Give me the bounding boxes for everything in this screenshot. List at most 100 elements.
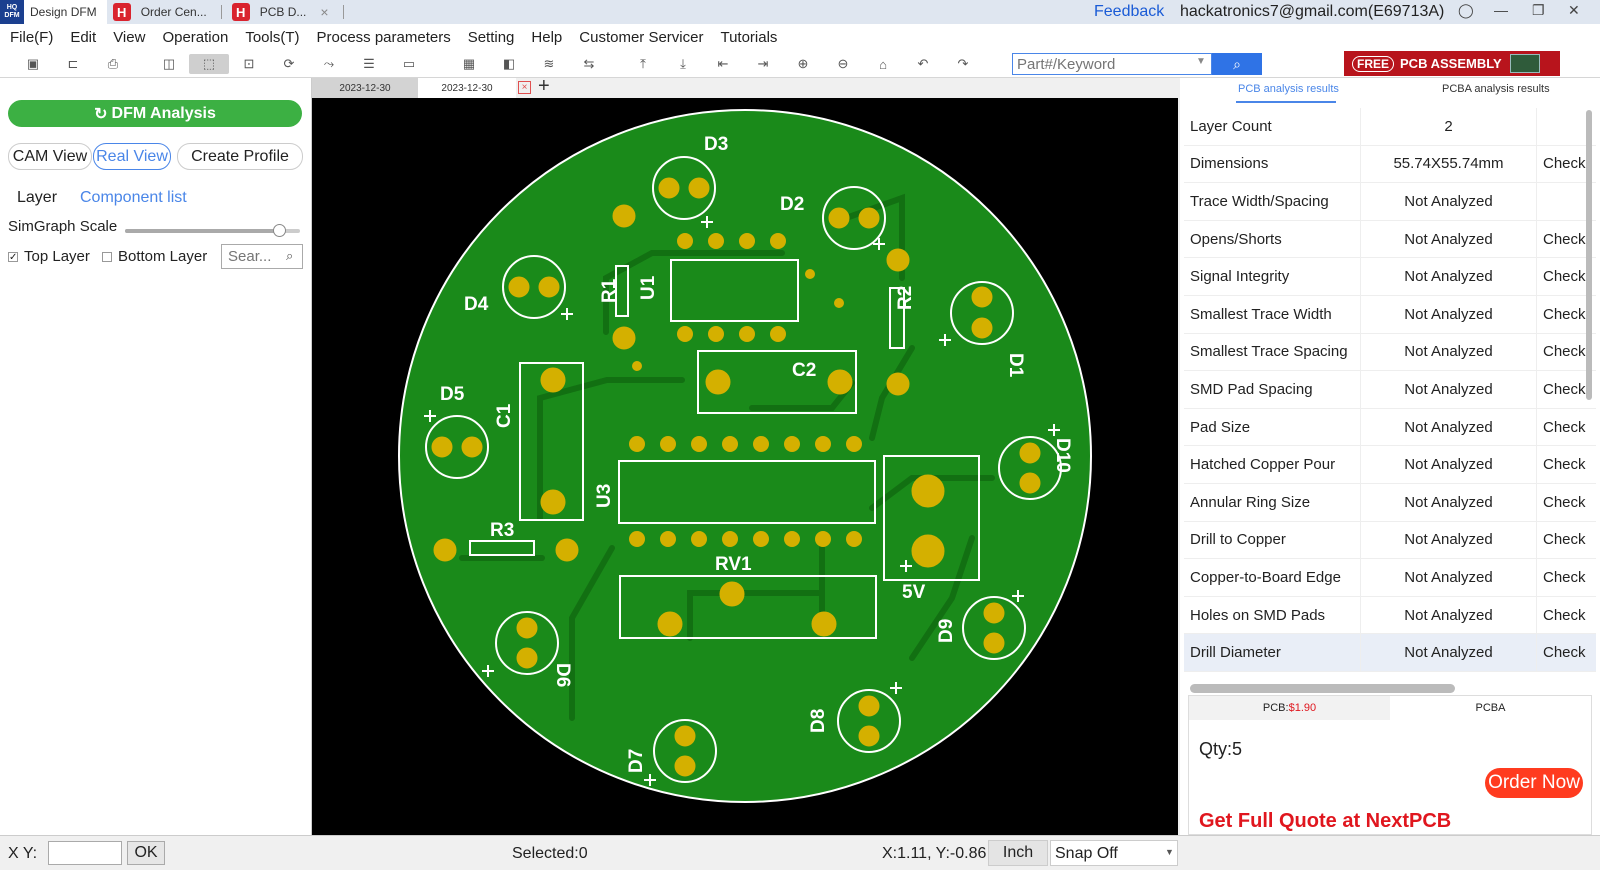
vertical-scrollbar[interactable] [1586,110,1592,400]
rotate-icon[interactable]: ⟳ [283,56,295,71]
check-link[interactable]: Check [1543,230,1586,248]
tab-pcba-quote[interactable]: PCBA [1475,702,1506,714]
tab-pcba-analysis[interactable]: PCBA analysis results [1442,83,1550,95]
check-link[interactable]: Check [1543,418,1586,436]
window-tab-design-dfm[interactable]: Design DFM [24,0,107,24]
menu-bar: File(F) Edit View Operation Tools(T) Pro… [0,24,1600,50]
quote-box: PCB:$1.90 PCBA Qty:5 Order Now Get Full … [1188,695,1592,835]
menu-customer-servicer[interactable]: Customer Servicer [579,28,704,46]
align-right-icon[interactable]: ⇥ [757,56,769,71]
user-icon[interactable]: ◯ [1458,2,1474,18]
menu-operation[interactable]: Operation [162,28,229,46]
snap-select[interactable]: Snap Off [1050,840,1178,866]
check-link[interactable]: Check [1543,568,1586,586]
pcb-assembly-banner[interactable]: FREE PCB ASSEMBLY [1344,51,1560,76]
pcb-canvas[interactable]: D1 D2 D3 D4 D5 D6 D7 D8 D9 D10 R1 R2 R3 … [312,98,1178,835]
check-link[interactable]: Check [1543,343,1586,361]
zoom-box-icon[interactable]: ⊡ [243,56,255,71]
feedback-link[interactable]: Feedback [1094,3,1165,20]
simgraph-scale-slider[interactable] [125,224,300,237]
wave-icon[interactable]: ≋ [543,56,555,71]
xy-input[interactable] [48,841,122,865]
menu-tools[interactable]: Tools(T) [245,28,300,46]
select-tool-icon[interactable]: ⬚ [189,54,229,74]
search-button[interactable]: ⌕ [1212,53,1262,75]
bottom-layer-checkbox[interactable]: Bottom Layer [102,248,207,265]
check-link[interactable]: Check [1543,380,1586,398]
menu-edit[interactable]: Edit [70,28,97,46]
minimize-icon[interactable]: — [1494,2,1508,18]
menu-process-parameters[interactable]: Process parameters [316,28,451,46]
slider-handle[interactable] [273,224,286,237]
top-layer-label: Top Layer [24,248,90,265]
check-link[interactable]: Check [1543,644,1586,662]
doc-tab-2[interactable]: 2023-12-30 [418,78,516,98]
measure-icon[interactable]: ▭ [402,56,416,71]
create-profile-button[interactable]: Create Profile [177,143,303,170]
top-layer-checkbox[interactable]: ✓Top Layer [8,248,90,265]
print-icon[interactable]: ⎙ [107,56,119,71]
tab-pcb-analysis[interactable]: PCB analysis results [1238,83,1339,95]
chevron-down-icon[interactable]: ▼ [1165,847,1174,857]
align-top-icon[interactable]: ⤒ [640,56,646,71]
unit-button[interactable]: Inch [988,840,1048,866]
zoom-out-icon[interactable]: ⊖ [837,56,849,71]
cam-view-button[interactable]: CAM View [8,143,92,170]
document-tabs: 2023-12-30 2023-12-30 × + [312,75,1178,98]
menu-view[interactable]: View [113,28,146,46]
check-link[interactable]: Check [1543,531,1586,549]
order-now-button[interactable]: Order Now [1485,768,1583,798]
route-icon[interactable]: ⤳ [323,56,335,71]
layout-icon[interactable]: ◫ [162,56,176,71]
real-view-button[interactable]: Real View [93,143,171,170]
grid-icon[interactable]: ▦ [462,56,476,71]
full-quote-link[interactable]: Get Full Quote at NextPCB [1199,810,1452,832]
ok-button[interactable]: OK [127,841,165,865]
chevron-down-icon[interactable]: ▼ [1196,56,1206,67]
undo-icon[interactable]: ↶ [917,56,929,71]
menu-help[interactable]: Help [531,28,563,46]
tab-pcb-quote[interactable]: PCB:$1.90 [1189,696,1390,720]
home-icon[interactable]: ⌂ [879,56,887,72]
hq-logo-icon: H [231,3,250,21]
dfm-analysis-button[interactable]: ↻DFM Analysis [8,100,302,127]
close-icon[interactable]: × [320,4,329,20]
check-link[interactable]: Check [1543,493,1586,511]
split-icon[interactable]: ⇆ [583,56,595,71]
free-badge: FREE [1352,55,1395,72]
tab-component-list[interactable]: Component list [80,189,187,206]
part-search-input[interactable] [1012,53,1212,75]
menu-tutorials[interactable]: Tutorials [720,28,778,46]
check-link[interactable]: Check [1543,305,1586,323]
restore-icon[interactable]: ❐ [1532,2,1545,18]
check-link[interactable]: Check [1543,155,1586,173]
check-link[interactable]: Check [1543,456,1586,474]
doc-tab-1[interactable]: 2023-12-30 [312,78,418,98]
save-icon[interactable]: ▣ [26,56,40,71]
add-tab-icon[interactable]: + [538,75,550,97]
tab-layer[interactable]: Layer [17,189,58,206]
align-bottom-icon[interactable]: ⤓ [680,56,686,71]
horizontal-scrollbar[interactable] [1190,684,1455,693]
check-link[interactable]: Check [1543,268,1586,286]
label-d7: D7 [626,749,647,773]
redo-icon[interactable]: ↷ [957,56,969,71]
open-folder-icon[interactable]: ⊏ [67,56,79,71]
align-icon[interactable]: ☰ [363,56,375,71]
check-link[interactable]: Check [1543,606,1586,624]
layers-icon[interactable]: ◧ [502,56,516,71]
zoom-in-icon[interactable]: ⊕ [797,56,809,71]
menu-setting[interactable]: Setting [467,28,515,46]
close-tab-icon[interactable]: × [518,81,531,94]
align-left-icon[interactable]: ⇤ [717,56,729,71]
component-search-input[interactable] [221,244,303,269]
menu-file[interactable]: File(F) [10,28,54,46]
label-r2: R2 [895,286,916,310]
close-window-icon[interactable]: ✕ [1568,2,1580,18]
